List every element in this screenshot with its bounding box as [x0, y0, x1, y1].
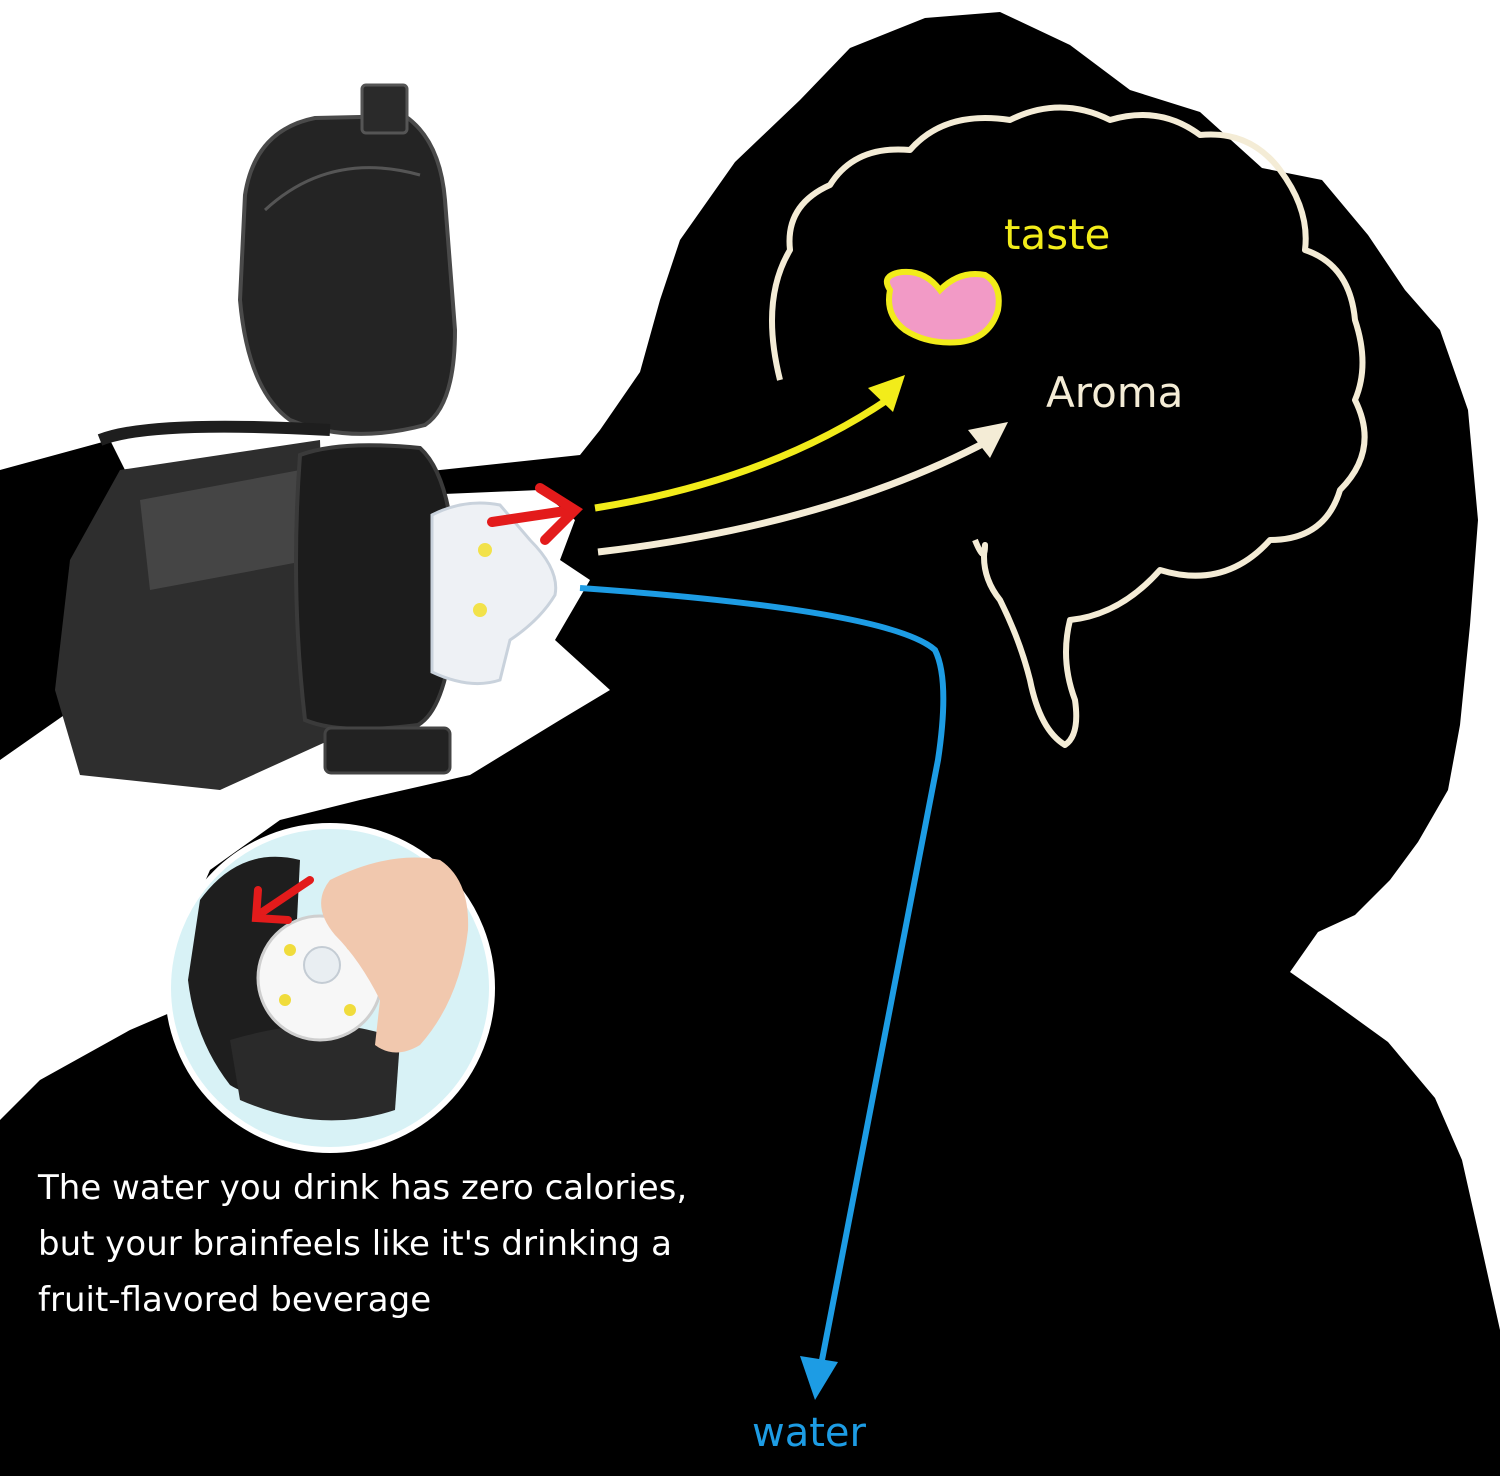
bottle-highlight — [140, 470, 310, 590]
bottle-latch — [323, 726, 452, 775]
inset-direction-arrow — [251, 876, 314, 924]
flavor-pod-icon — [430, 501, 558, 686]
taste-center-icon — [884, 268, 1002, 346]
caption-text: The water you drink has zero calories, b… — [38, 1160, 738, 1328]
pod-direction-arrow — [487, 483, 583, 545]
inset-lemon-dot — [279, 994, 291, 1006]
water-label: water — [752, 1410, 866, 1456]
bottle-strap — [97, 420, 331, 446]
water-bottle-icon — [55, 83, 558, 790]
pod-insert-inset — [165, 823, 495, 1153]
aroma-label: Aroma — [1046, 368, 1184, 417]
water-arrow — [579, 585, 947, 1400]
pod-decoration — [473, 603, 487, 617]
aroma-arrow — [597, 422, 1008, 556]
inset-bottle-top — [230, 1025, 400, 1121]
brain-outline-icon — [769, 104, 1368, 748]
bottle-lid-tab — [360, 83, 409, 135]
caption-line: but your brainfeels like it's drinking a — [38, 1224, 672, 1264]
bottle-cap — [294, 443, 458, 731]
inset-hand — [321, 857, 469, 1053]
pod-decoration — [478, 543, 492, 557]
taste-label: taste — [1004, 210, 1111, 259]
bottle-lid-rim — [263, 166, 421, 212]
inset-pod-spout — [303, 946, 341, 984]
taste-arrow — [594, 375, 905, 512]
inset-lemon-dot — [344, 1004, 356, 1016]
caption-line: fruit-flavored beverage — [38, 1280, 432, 1320]
inset-lemon-dot — [284, 944, 296, 956]
caption-line: The water you drink has zero calories, — [38, 1168, 688, 1208]
bottle-flip-lid — [237, 113, 458, 436]
